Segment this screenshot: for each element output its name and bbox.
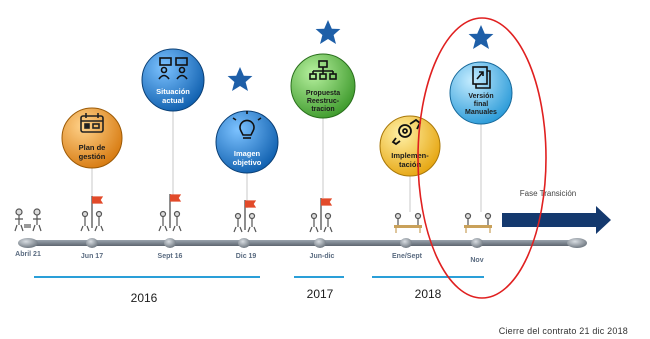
gears-icon	[391, 118, 422, 146]
milestone-version-final: Versión final Manuales	[449, 61, 513, 125]
timeline-nodes	[18, 238, 587, 248]
milestone-situacion-actual: Situación actual	[141, 48, 205, 112]
document-icon	[472, 66, 491, 89]
year-label: 2018	[415, 287, 442, 301]
date-labels: Abril 21 Jun 17 Sept 16 Dic 19 Jun-dic E…	[15, 251, 484, 264]
phase-label: Fase Transición	[520, 189, 576, 198]
date-label: Nov	[470, 257, 483, 264]
flag-group-icon	[80, 196, 104, 232]
milestone-label: Imagen	[234, 149, 261, 158]
timeline-axis	[20, 240, 585, 246]
date-label: Ene/Sept	[392, 253, 423, 260]
milestone-label: Reestruc-	[307, 98, 340, 105]
transition-arrow	[502, 206, 611, 234]
highlight-ellipse	[417, 17, 547, 299]
date-label: Jun 17	[81, 253, 103, 260]
milestone-label: tracion	[311, 106, 334, 113]
meeting-desk-icon	[464, 212, 492, 233]
calendar-icon	[80, 113, 104, 133]
milestone-plan-de-gestion: Plan de gestión	[61, 107, 123, 169]
year-label: 2016	[131, 291, 158, 305]
milestone-label: final	[474, 101, 488, 108]
star-icon	[468, 25, 494, 49]
milestone-label: objetivo	[233, 158, 262, 167]
date-label: Abril 21	[15, 251, 41, 258]
date-label: Sept 16	[158, 253, 183, 260]
milestone-label: Propuesta	[306, 90, 340, 97]
meeting-desk-icon	[394, 212, 422, 233]
milestone-imagen-objetivo: Imagen objetivo	[215, 110, 279, 174]
date-label: Jun-dic	[310, 253, 335, 260]
milestone-label: actual	[162, 96, 184, 105]
star-icon	[315, 20, 341, 44]
year-label: 2017	[307, 287, 334, 301]
milestone-label: gestión	[79, 152, 106, 161]
milestone-propuesta: Propuesta Reestruc- tracion	[290, 53, 356, 119]
flag-group-icon	[233, 200, 257, 233]
org-chart-icon	[309, 60, 337, 80]
milestone-label: Plan de	[79, 143, 106, 152]
milestone-label: Manuales	[465, 109, 497, 116]
footer-note: Cierre del contrato 21 dic 2018	[498, 326, 628, 336]
star-icons	[227, 20, 494, 91]
connector-lines	[91, 108, 482, 212]
milestone-implementacion: Implemen- tación	[379, 115, 441, 177]
flag-group-icon	[309, 198, 333, 233]
date-label: Dic 19	[236, 253, 257, 260]
year-bars	[34, 276, 484, 278]
people-figures	[14, 194, 492, 233]
milestone-label: Versión	[468, 93, 493, 100]
star-icon	[227, 67, 253, 91]
milestone-label: Situación	[156, 87, 190, 96]
people-icon	[14, 208, 42, 232]
milestone-label: tación	[399, 160, 422, 169]
milestone-label: Implemen-	[391, 151, 429, 160]
meeting-icon	[158, 57, 188, 80]
lightbulb-icon	[232, 111, 262, 139]
flag-group-icon	[158, 194, 182, 232]
